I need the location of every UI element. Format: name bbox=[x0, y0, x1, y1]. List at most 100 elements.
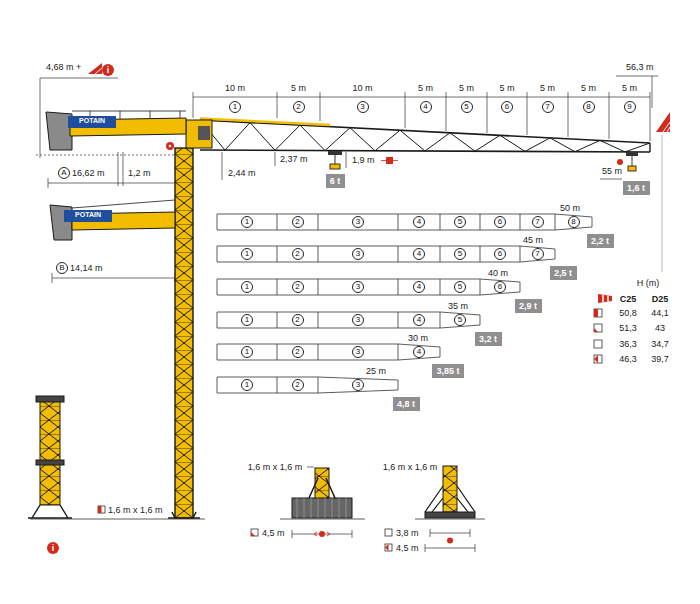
callout-number-text: 8 bbox=[586, 103, 590, 111]
callout-number-text: 1 bbox=[233, 103, 237, 111]
callout-number: 1 bbox=[241, 379, 253, 391]
callout-number: 3 bbox=[352, 379, 364, 391]
base-fixed-part bbox=[319, 531, 325, 537]
dimension-lines-part bbox=[292, 530, 352, 538]
dimension-label: 3,8 m bbox=[396, 528, 419, 538]
load-box-text: 3,2 t bbox=[479, 335, 497, 344]
callout-number: 1 bbox=[241, 248, 253, 260]
callout-number: 8 bbox=[568, 216, 580, 228]
erection-tower-part bbox=[36, 396, 64, 402]
dimension-label: 5 m bbox=[291, 83, 306, 93]
load-rows-part bbox=[217, 279, 520, 295]
callout-number: 1 bbox=[229, 101, 241, 113]
callout-number: 5 bbox=[454, 314, 466, 326]
brand-text: POTAIN bbox=[75, 211, 101, 219]
callout-number-text: 7 bbox=[545, 103, 549, 111]
hook-trolley-part bbox=[335, 155, 336, 164]
callout-number: 6 bbox=[494, 281, 506, 293]
callout-number: 2 bbox=[292, 314, 304, 326]
dimension-label: 1,6 m x 1,6 m bbox=[248, 462, 303, 472]
callout-number: 2 bbox=[292, 216, 304, 228]
dimension-lines-part bbox=[652, 76, 653, 108]
callout-number-text: 3 bbox=[356, 218, 360, 226]
base-chassis bbox=[415, 466, 485, 544]
load-rows-part bbox=[277, 279, 480, 295]
dimension-lines-part bbox=[193, 92, 650, 141]
height-table-icons-part bbox=[594, 309, 598, 317]
dimension-label: 34,7 bbox=[651, 339, 669, 349]
callout-number-text: 3 bbox=[360, 103, 364, 111]
callout-number: 6 bbox=[501, 101, 513, 113]
dimension-label: 5 m bbox=[540, 83, 555, 93]
dimension-label: 10 m bbox=[352, 83, 372, 93]
dimension-label: 50,8 bbox=[619, 308, 637, 318]
dimension-label: 55 m bbox=[602, 166, 622, 176]
load-rows-part bbox=[217, 377, 398, 393]
warning-icons-part bbox=[663, 122, 670, 132]
callout-number: 3 bbox=[352, 248, 364, 260]
height-table-icons-part bbox=[594, 309, 602, 317]
callout-number: 4 bbox=[413, 216, 425, 228]
height-table-icons-part bbox=[598, 294, 612, 303]
callout-number: 4 bbox=[413, 314, 425, 326]
callout-number-text: 5 bbox=[464, 103, 468, 111]
callout-number: 8 bbox=[583, 101, 595, 113]
dimension-lines-part bbox=[118, 152, 123, 186]
load-box: 2,5 t bbox=[550, 266, 577, 280]
jib-part bbox=[200, 120, 650, 152]
callout-number: 5 bbox=[454, 248, 466, 260]
counter-jib-b-part bbox=[72, 200, 175, 208]
callout-number-text: 3 bbox=[356, 250, 360, 258]
callout-number: 4 bbox=[413, 346, 425, 358]
load-rows-part bbox=[277, 246, 520, 262]
erection-tower bbox=[28, 396, 72, 518]
callout-number-text: 6 bbox=[498, 250, 502, 258]
counter-jib-b-part bbox=[64, 210, 112, 222]
load-rows-part bbox=[217, 214, 592, 230]
callout-number-text: 8 bbox=[571, 218, 575, 226]
load-rows-part bbox=[277, 377, 318, 393]
dimension-label: 4,5 m bbox=[262, 528, 285, 538]
callout-number-text: 4 bbox=[417, 250, 421, 258]
info-icon-text: i bbox=[107, 66, 110, 75]
erection-tower-part bbox=[28, 505, 72, 518]
callout-number-text: 4 bbox=[423, 103, 427, 111]
load-box-text: 3,85 t bbox=[436, 367, 459, 376]
callout-number: 7 bbox=[532, 216, 544, 228]
hook-trolley bbox=[328, 151, 638, 171]
base-icons-part bbox=[98, 506, 105, 513]
base-icons-part bbox=[98, 506, 102, 513]
dimension-lines-part bbox=[40, 78, 118, 79]
dimension-lines-part bbox=[193, 97, 650, 98]
height-table-icons bbox=[594, 294, 612, 363]
callout-number: 2 bbox=[292, 346, 304, 358]
load-box: 2,9 t bbox=[515, 299, 542, 313]
dimension-label: 36,3 bbox=[619, 339, 637, 349]
load-box-text: 6 t bbox=[330, 177, 341, 186]
dimension-label: D25 bbox=[652, 294, 669, 304]
base-fixed-part bbox=[292, 498, 352, 518]
callout-number: 1 bbox=[241, 216, 253, 228]
callout-number: 4 bbox=[413, 248, 425, 260]
dimension-label: 2,44 m bbox=[228, 168, 256, 178]
callout-number-text: 7 bbox=[535, 218, 539, 226]
load-box: 2,2 t bbox=[587, 234, 614, 248]
height-table-icons-part bbox=[594, 340, 602, 348]
dimension-label: 45 m bbox=[523, 235, 543, 245]
dimension-label: 25 m bbox=[366, 366, 386, 376]
height-table-icons-part bbox=[594, 355, 598, 363]
hook-trolley-part bbox=[381, 160, 398, 161]
callout-number: 2 bbox=[293, 101, 305, 113]
base-chassis-part bbox=[425, 486, 475, 512]
callout-number-text: 3 bbox=[356, 316, 360, 324]
callout-number-text: 7 bbox=[535, 250, 539, 258]
dimension-label: 35 m bbox=[448, 301, 468, 311]
dimension-label: 39,7 bbox=[651, 354, 669, 364]
callout-number-text: 4 bbox=[417, 218, 421, 226]
callout-number-text: 3 bbox=[356, 381, 360, 389]
callout-number: 2 bbox=[292, 281, 304, 293]
callout-number: 9 bbox=[624, 101, 636, 113]
load-box: 4,8 t bbox=[393, 397, 420, 411]
dimension-label: 46,3 bbox=[619, 354, 637, 364]
counter-jib-part bbox=[68, 116, 116, 128]
